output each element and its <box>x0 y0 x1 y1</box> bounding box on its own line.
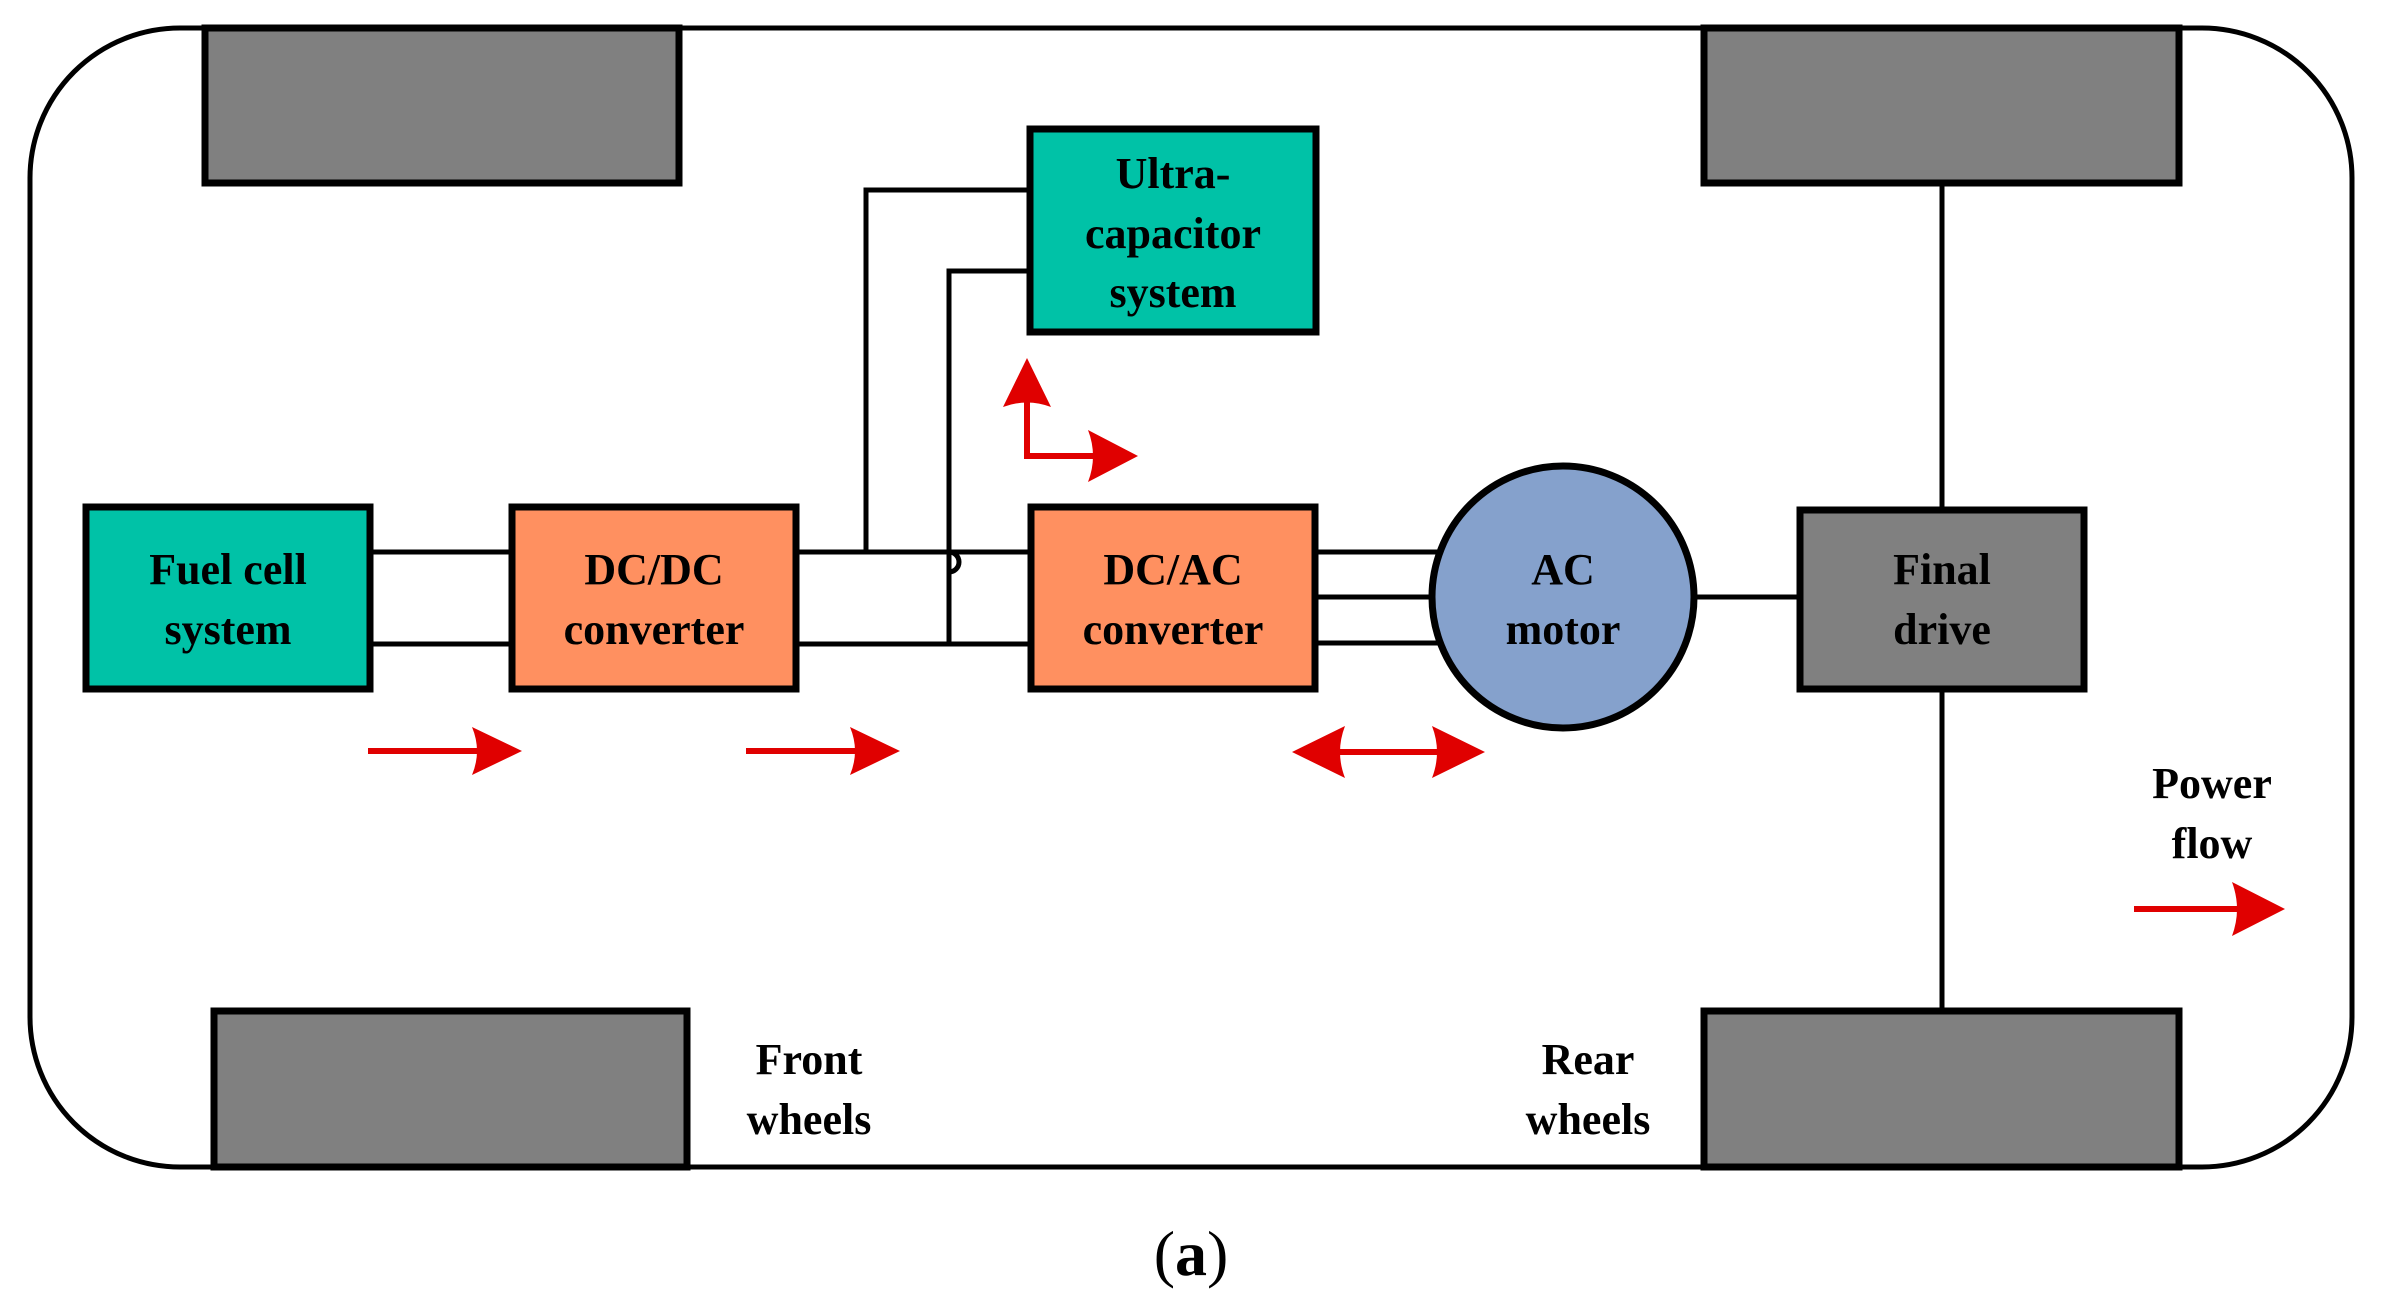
wiring <box>370 183 1945 1011</box>
fuel-cell-label-1: Fuel cell <box>149 545 307 594</box>
figure-caption: (a) <box>1154 1218 1229 1289</box>
front-wheels-label-1: Front <box>756 1035 863 1084</box>
dcdc-converter-block: DC/DC converter <box>508 503 800 693</box>
power-flow-arrow-dcdc-to-dcac <box>746 727 900 775</box>
fuel-cell-label-2: system <box>164 605 291 654</box>
front-wheels-label-2: wheels <box>747 1095 872 1144</box>
wheel-rear-top <box>1700 24 2183 187</box>
dcac-label-1: DC/AC <box>1103 545 1242 594</box>
ultracap-label-2: capacitor <box>1085 209 1261 258</box>
ultracap-label-1: Ultra- <box>1116 149 1231 198</box>
rear-wheels-label-1: Rear <box>1542 1035 1635 1084</box>
power-flow-arrow-dcac-motor-bidirectional <box>1292 726 1485 778</box>
power-flow-arrow-ultracap-bidirectional <box>1003 358 1138 482</box>
legend-label-1: Power <box>2152 759 2272 808</box>
power-flow-legend: Power flow <box>2134 759 2285 936</box>
wheel-rear-bottom <box>1700 1007 2183 1171</box>
ultracap-label-3: system <box>1109 268 1236 317</box>
final-drive-label-1: Final <box>1893 545 1991 594</box>
ac-motor-block: AC motor <box>1428 462 1698 732</box>
fuel-cell-system-block: Fuel cell system <box>82 503 374 693</box>
dcac-converter-block: DC/AC converter <box>1027 503 1319 693</box>
dcdc-label-1: DC/DC <box>584 545 723 594</box>
power-flow-arrow-fuelcell-to-dcdc <box>368 727 522 775</box>
legend-label-2: flow <box>2172 819 2253 868</box>
legend-arrow-icon <box>2232 882 2285 936</box>
dcac-label-2: converter <box>1083 605 1264 654</box>
dcdc-label-2: converter <box>564 605 745 654</box>
final-drive-label-2: drive <box>1893 605 1991 654</box>
wheel-front-bottom <box>210 1007 691 1171</box>
rear-wheels-label-2: wheels <box>1526 1095 1651 1144</box>
final-drive-block: Final drive <box>1796 506 2088 693</box>
motor-label-2: motor <box>1506 605 1621 654</box>
motor-label-1: AC <box>1531 545 1595 594</box>
ultracapacitor-system-block: Ultra- capacitor system <box>1026 125 1320 336</box>
wheel-front-top <box>201 24 683 187</box>
